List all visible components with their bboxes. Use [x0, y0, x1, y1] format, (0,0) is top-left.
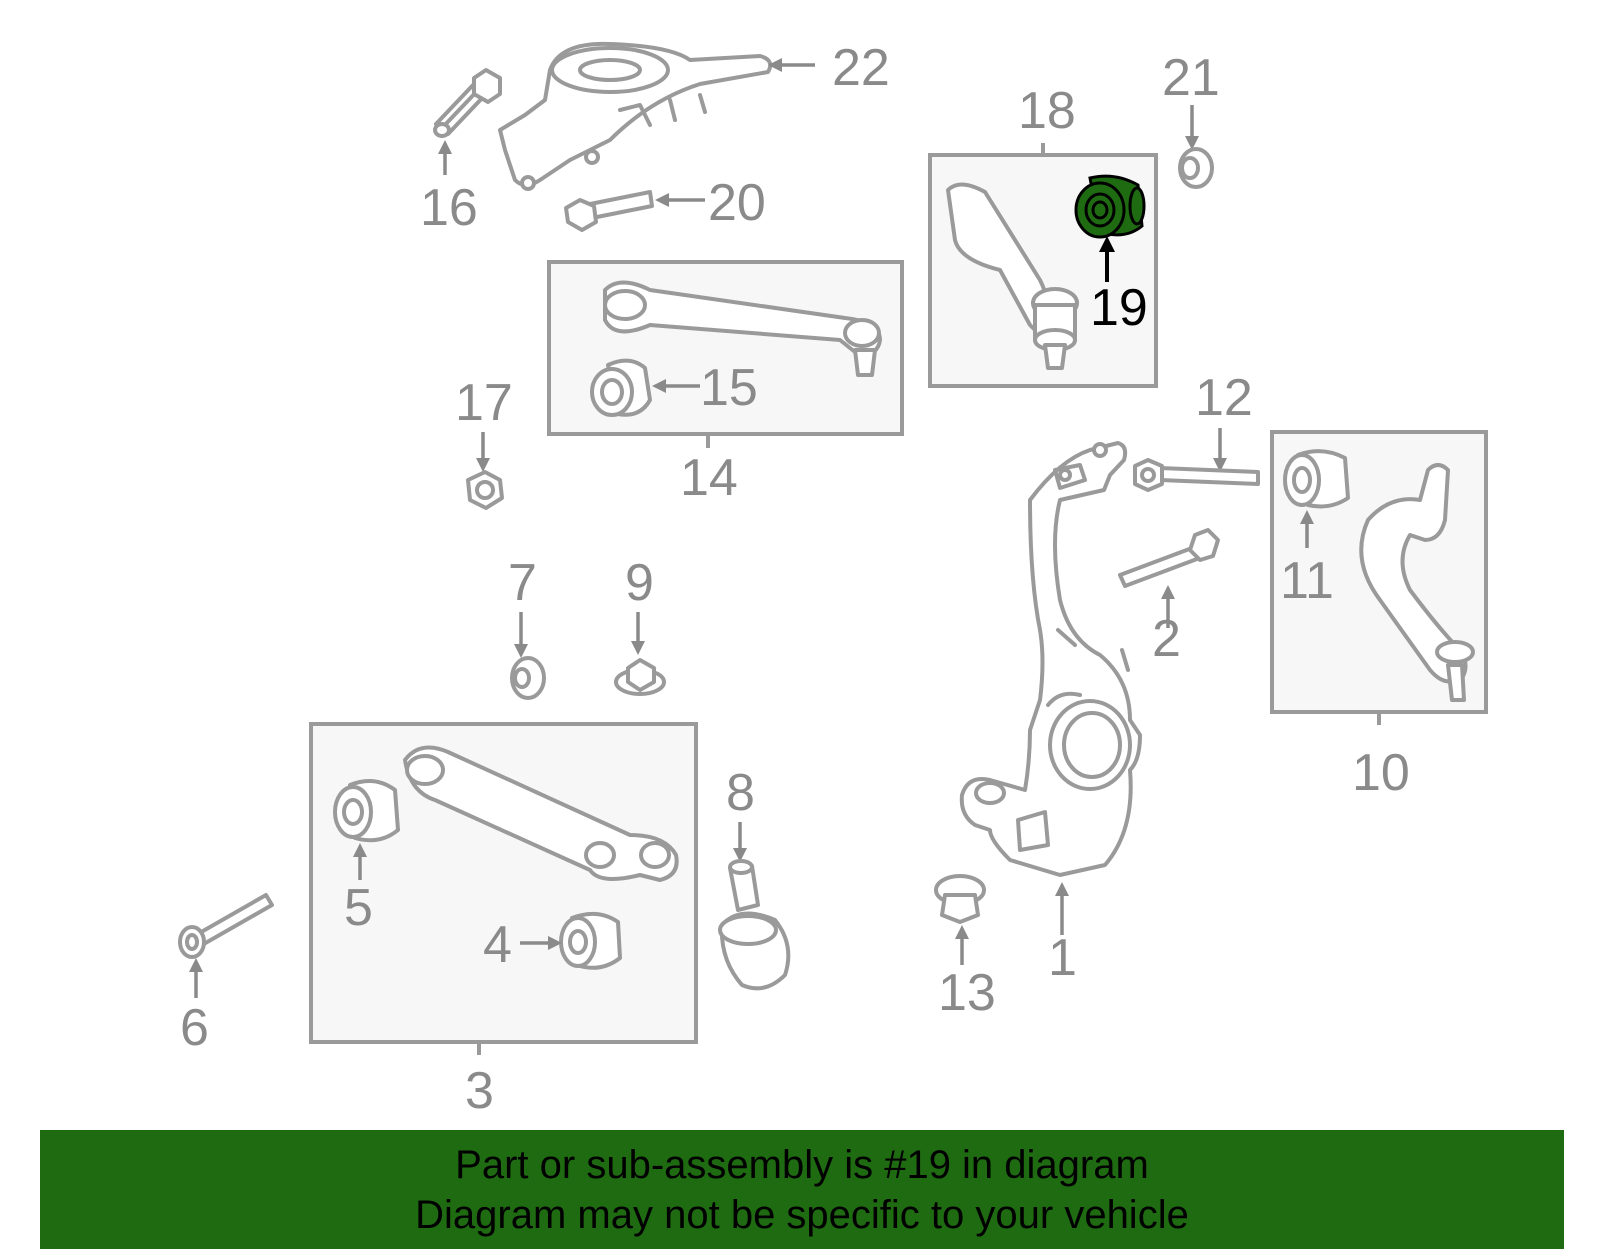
part-7-nut — [510, 656, 546, 700]
part-5-bushing — [333, 779, 400, 843]
part-1-steering-knuckle — [959, 441, 1142, 877]
label-16: 16 — [420, 179, 478, 237]
label-14: 14 — [680, 449, 738, 507]
label-17: 17 — [455, 374, 513, 432]
label-2: 2 — [1152, 610, 1181, 668]
footer-banner: Part or sub-assembly is #19 in diagram D… — [40, 1130, 1564, 1249]
label-21: 21 — [1162, 49, 1220, 107]
label-7: 7 — [508, 554, 537, 612]
label-20: 20 — [708, 174, 766, 232]
label-8: 8 — [726, 764, 755, 822]
part-4-bushing — [559, 911, 622, 970]
part-22-subframe-bracket — [498, 41, 773, 191]
label-3: 3 — [465, 1062, 494, 1120]
footer-line-1: Part or sub-assembly is #19 in diagram — [455, 1143, 1149, 1187]
label-18: 18 — [1018, 82, 1076, 140]
label-19: 19 — [1090, 279, 1148, 337]
part-6-bolt — [178, 893, 274, 959]
label-1: 1 — [1048, 929, 1077, 987]
label-22: 22 — [832, 39, 890, 97]
box-14: 15 — [547, 260, 904, 436]
part-2-bolt — [1118, 528, 1220, 588]
box-10: 11 — [1270, 430, 1488, 714]
part-9-nut — [614, 658, 666, 696]
part-13-nut — [934, 874, 986, 924]
label-4: 4 — [483, 916, 512, 974]
label-11: 11 — [1280, 552, 1334, 610]
part-16-bolt — [433, 68, 502, 138]
label-13: 13 — [938, 964, 996, 1022]
part-20-bolt — [564, 190, 654, 232]
part-17-nut — [466, 470, 504, 510]
box-18: 19 — [928, 153, 1158, 388]
label-6: 6 — [180, 999, 209, 1057]
footer-line-2: Diagram may not be specific to your vehi… — [415, 1193, 1189, 1237]
part-21-nut — [1178, 147, 1214, 189]
part-19-bushing-highlighted — [1074, 174, 1146, 239]
part-12-bolt — [1133, 458, 1260, 492]
label-9: 9 — [625, 554, 654, 612]
part-8-ball-joint — [718, 859, 791, 991]
part-15-bushing — [590, 358, 652, 417]
part-11-bushing — [1283, 449, 1350, 509]
label-15: 15 — [700, 359, 758, 417]
label-10: 10 — [1352, 744, 1410, 802]
box-3: 5 4 — [309, 722, 698, 1044]
label-12: 12 — [1195, 369, 1253, 427]
label-5: 5 — [344, 879, 373, 937]
